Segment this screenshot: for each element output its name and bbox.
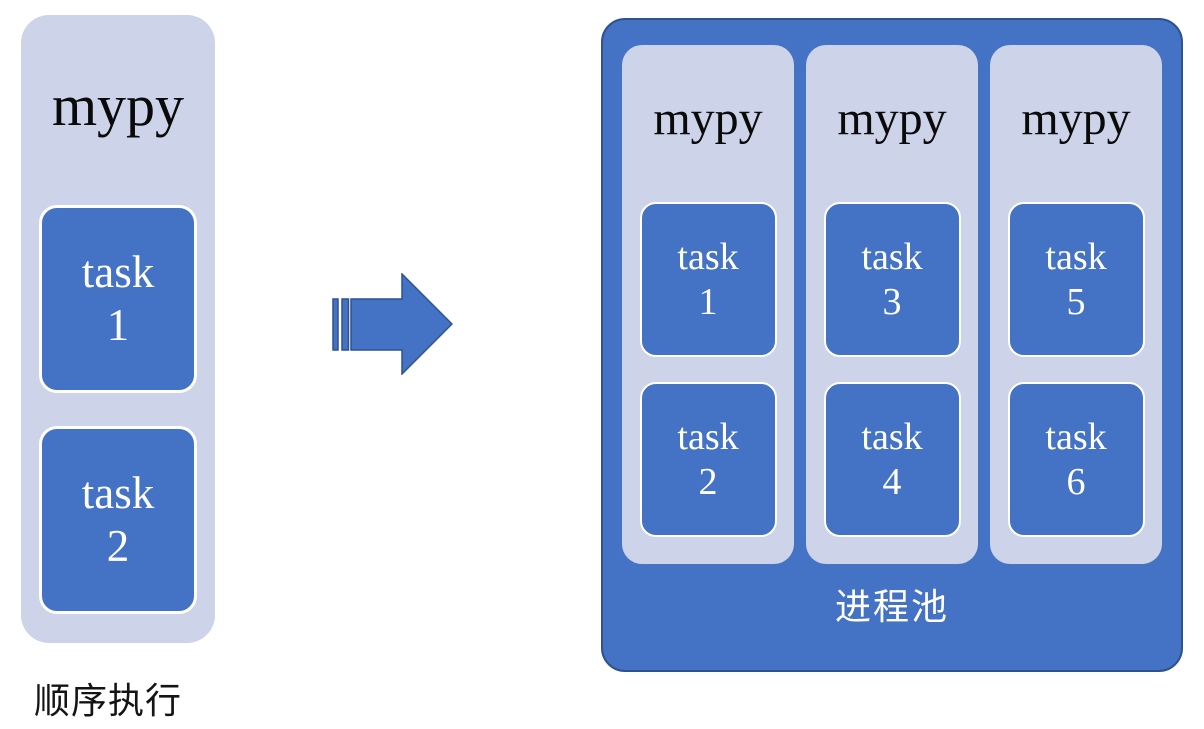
process-pool-panel: mypy task 1 task 2 mypy task 3 task 4 my… [601,18,1183,672]
task-box: task 4 [823,382,961,537]
task-list: task 1 task 2 [39,205,197,614]
task-number: 3 [882,280,902,323]
task-number: 2 [698,460,718,503]
task-box: task 6 [1007,382,1145,537]
task-box: task 1 [39,205,197,393]
process-title: mypy [653,92,763,145]
task-word: task [1045,416,1107,459]
sequential-execution-caption: 顺序执行 [34,680,183,721]
task-number: 4 [882,460,902,503]
task-word: task [861,416,923,459]
task-number: 5 [1066,280,1086,323]
task-box: task 1 [639,202,777,357]
task-number: 6 [1066,460,1086,503]
sequential-process-panel: mypy task 1 task 2 [21,15,215,643]
task-number: 1 [698,280,718,323]
task-box: task 2 [639,382,777,537]
task-number: 1 [106,300,130,350]
task-box: task 3 [823,202,961,357]
task-word: task [81,247,155,298]
task-word: task [81,468,155,519]
task-word: task [677,236,739,279]
process-title: mypy [51,73,185,138]
process-column: mypy task 3 task 4 [806,45,978,564]
task-box: task 5 [1007,202,1145,357]
task-box: task 2 [39,426,197,614]
process-column: mypy task 5 task 6 [990,45,1162,564]
process-title: mypy [1021,92,1131,145]
striped-right-arrow-icon [332,273,453,375]
process-pool-caption: 进程池 [834,586,949,627]
task-word: task [861,236,923,279]
process-columns: mypy task 1 task 2 mypy task 3 task 4 my… [603,45,1181,564]
process-column: mypy task 1 task 2 [622,45,794,564]
process-title: mypy [837,92,947,145]
task-word: task [677,416,739,459]
task-word: task [1045,236,1107,279]
task-number: 2 [106,521,130,571]
